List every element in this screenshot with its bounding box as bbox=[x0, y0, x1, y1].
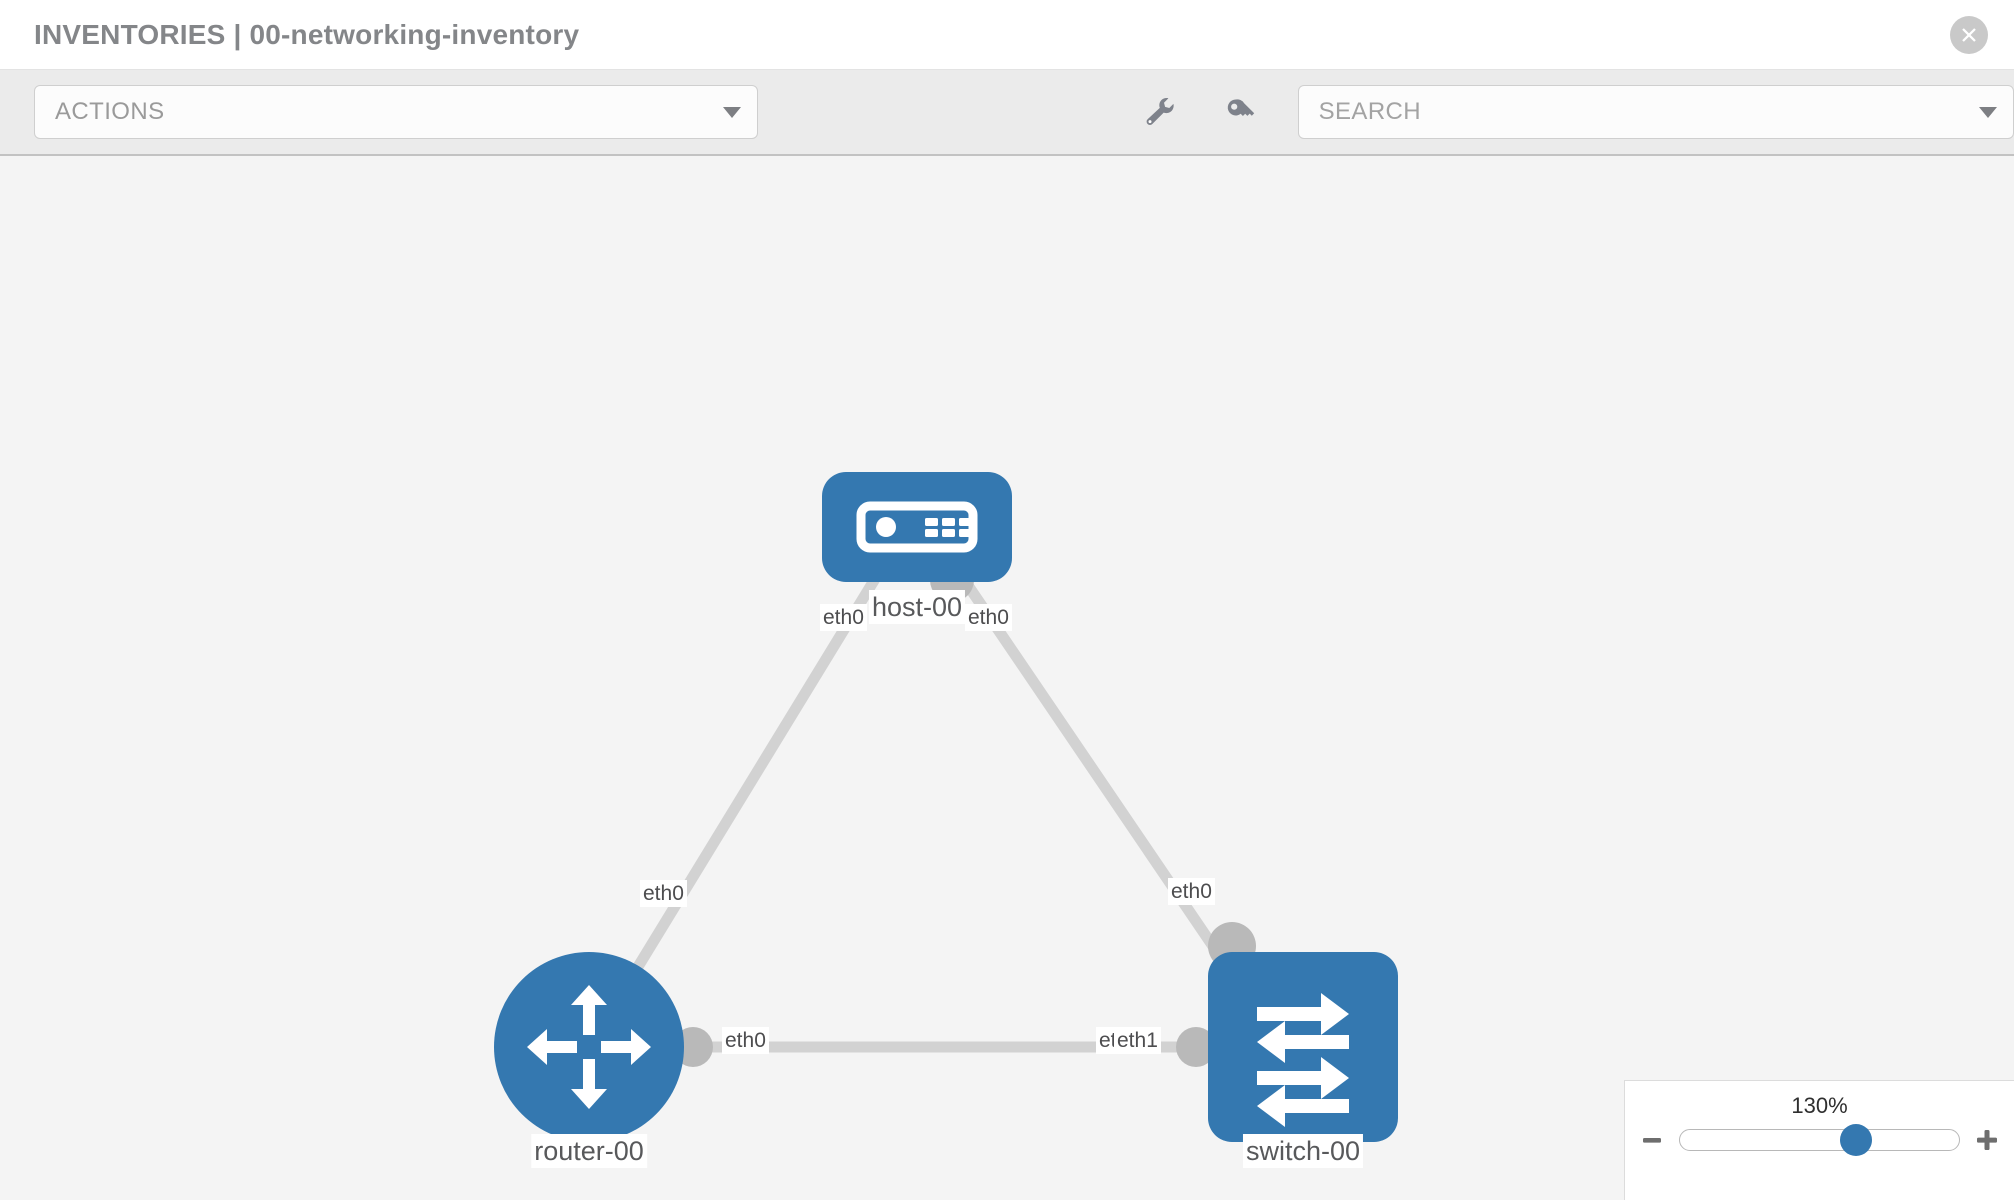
chevron-down-icon bbox=[1979, 106, 1997, 118]
wrench-icon[interactable] bbox=[1138, 90, 1182, 134]
topology-canvas[interactable]: host-00 router-00 switch-00 eth0 eth0 et… bbox=[0, 156, 2014, 1200]
search-input[interactable]: SEARCH bbox=[1318, 98, 1422, 125]
key-icon[interactable] bbox=[1218, 90, 1262, 134]
title-bar: INVENTORIES | 00-networking-inventory bbox=[0, 0, 2014, 70]
plus-icon[interactable] bbox=[1974, 1127, 2000, 1153]
actions-dropdown-label: ACTIONS bbox=[55, 98, 165, 125]
edge-host-switch bbox=[942, 550, 1246, 992]
topology-edges bbox=[583, 550, 1246, 1053]
zoom-slider-thumb[interactable] bbox=[1840, 1124, 1873, 1156]
node-host-00[interactable] bbox=[822, 472, 1012, 582]
topology-graph bbox=[494, 472, 1398, 1142]
actions-dropdown[interactable]: ACTIONS bbox=[34, 85, 758, 139]
zoom-control-row bbox=[1625, 1124, 2014, 1156]
zoom-level-value: 130% bbox=[1791, 1093, 1848, 1118]
zoom-slider-track bbox=[1679, 1129, 1960, 1151]
page-title: INVENTORIES | 00-networking-inventory bbox=[34, 18, 580, 50]
port-switch-00-left bbox=[1176, 1027, 1216, 1067]
toolbar-icon-group bbox=[1138, 90, 1262, 134]
close-icon[interactable] bbox=[1950, 15, 1988, 54]
zoom-control-panel: 130% bbox=[1624, 1080, 2014, 1200]
edge-router-host bbox=[583, 550, 895, 1053]
chevron-down-icon bbox=[722, 106, 741, 118]
node-switch-00[interactable] bbox=[1208, 952, 1398, 1142]
search-dropdown[interactable]: SEARCH bbox=[1297, 85, 2014, 139]
node-router-00[interactable] bbox=[494, 952, 684, 1142]
topology-ports bbox=[673, 558, 1256, 1067]
toolbar: ACTIONS SEARCH bbox=[0, 70, 2014, 156]
zoom-slider[interactable] bbox=[1679, 1124, 1960, 1156]
minus-icon[interactable] bbox=[1639, 1127, 1665, 1153]
